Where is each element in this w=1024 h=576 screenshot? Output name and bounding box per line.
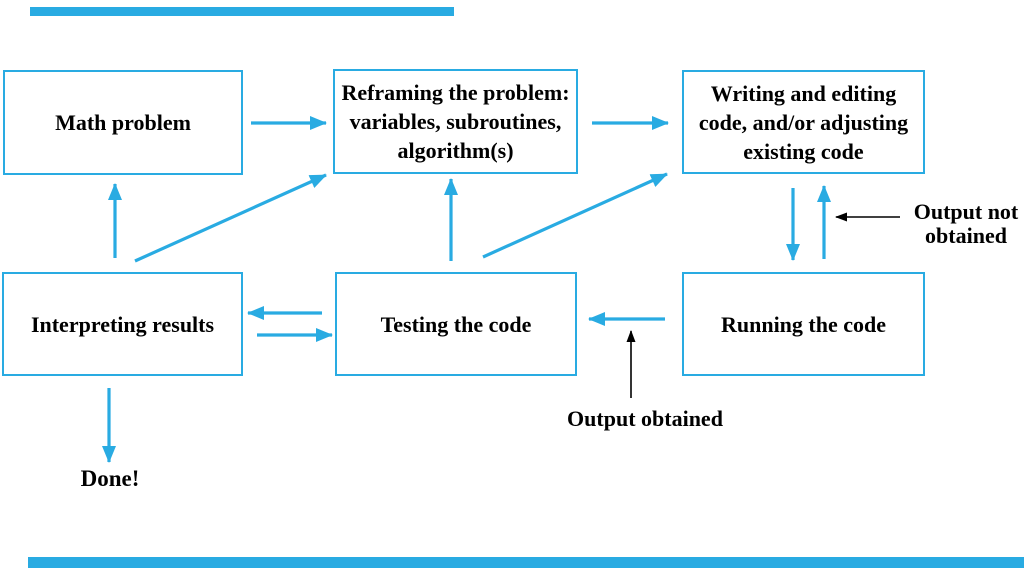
node-label-line: code, and/or adjusting bbox=[698, 109, 909, 135]
node-writing-and-editing-code: Writing and editing code, and/or adjusti… bbox=[682, 70, 925, 174]
node-label-line: Interpreting results bbox=[30, 311, 215, 337]
node-label: Reframing the problem: variables, subrou… bbox=[341, 78, 569, 165]
annotation-done: Done! bbox=[70, 467, 150, 491]
node-label: Math problem bbox=[55, 108, 191, 137]
node-label-line: Writing and editing bbox=[710, 80, 897, 106]
node-label-line: Testing the code bbox=[380, 311, 532, 337]
annotation-line: Output not bbox=[913, 199, 1019, 224]
node-label-line: Math problem bbox=[55, 110, 191, 135]
node-interpreting-results: Interpreting results bbox=[2, 272, 243, 376]
node-label-line: existing code bbox=[743, 138, 864, 164]
annotation-output-not-obtained: Output not obtained bbox=[906, 200, 1024, 248]
node-reframing-the-problem: Reframing the problem: variables, subrou… bbox=[333, 69, 578, 174]
node-running-the-code: Running the code bbox=[682, 272, 925, 376]
node-label-line: variables, subroutines, bbox=[349, 109, 562, 134]
bottom-rule bbox=[28, 557, 1024, 568]
node-math-problem: Math problem bbox=[3, 70, 243, 175]
node-label-line: algorithm(s) bbox=[397, 138, 514, 163]
top-rule bbox=[30, 7, 454, 16]
node-label: Interpreting results bbox=[31, 310, 214, 339]
arrow-interpreting-to-reframing bbox=[134, 173, 327, 263]
node-label-line: Reframing the problem: bbox=[341, 80, 570, 105]
node-testing-the-code: Testing the code bbox=[335, 272, 577, 376]
node-label: Writing and editing code, and/or adjusti… bbox=[699, 79, 908, 166]
annotation-line: Output obtained bbox=[567, 406, 723, 431]
node-label-line: Running the code bbox=[720, 311, 887, 337]
annotation-line: Done! bbox=[80, 466, 140, 491]
node-label: Testing the code bbox=[381, 310, 532, 339]
arrow-testing-to-writing bbox=[482, 172, 668, 259]
annotation-line: obtained bbox=[925, 223, 1007, 248]
annotation-output-obtained: Output obtained bbox=[560, 406, 730, 432]
node-label: Running the code bbox=[721, 310, 886, 339]
